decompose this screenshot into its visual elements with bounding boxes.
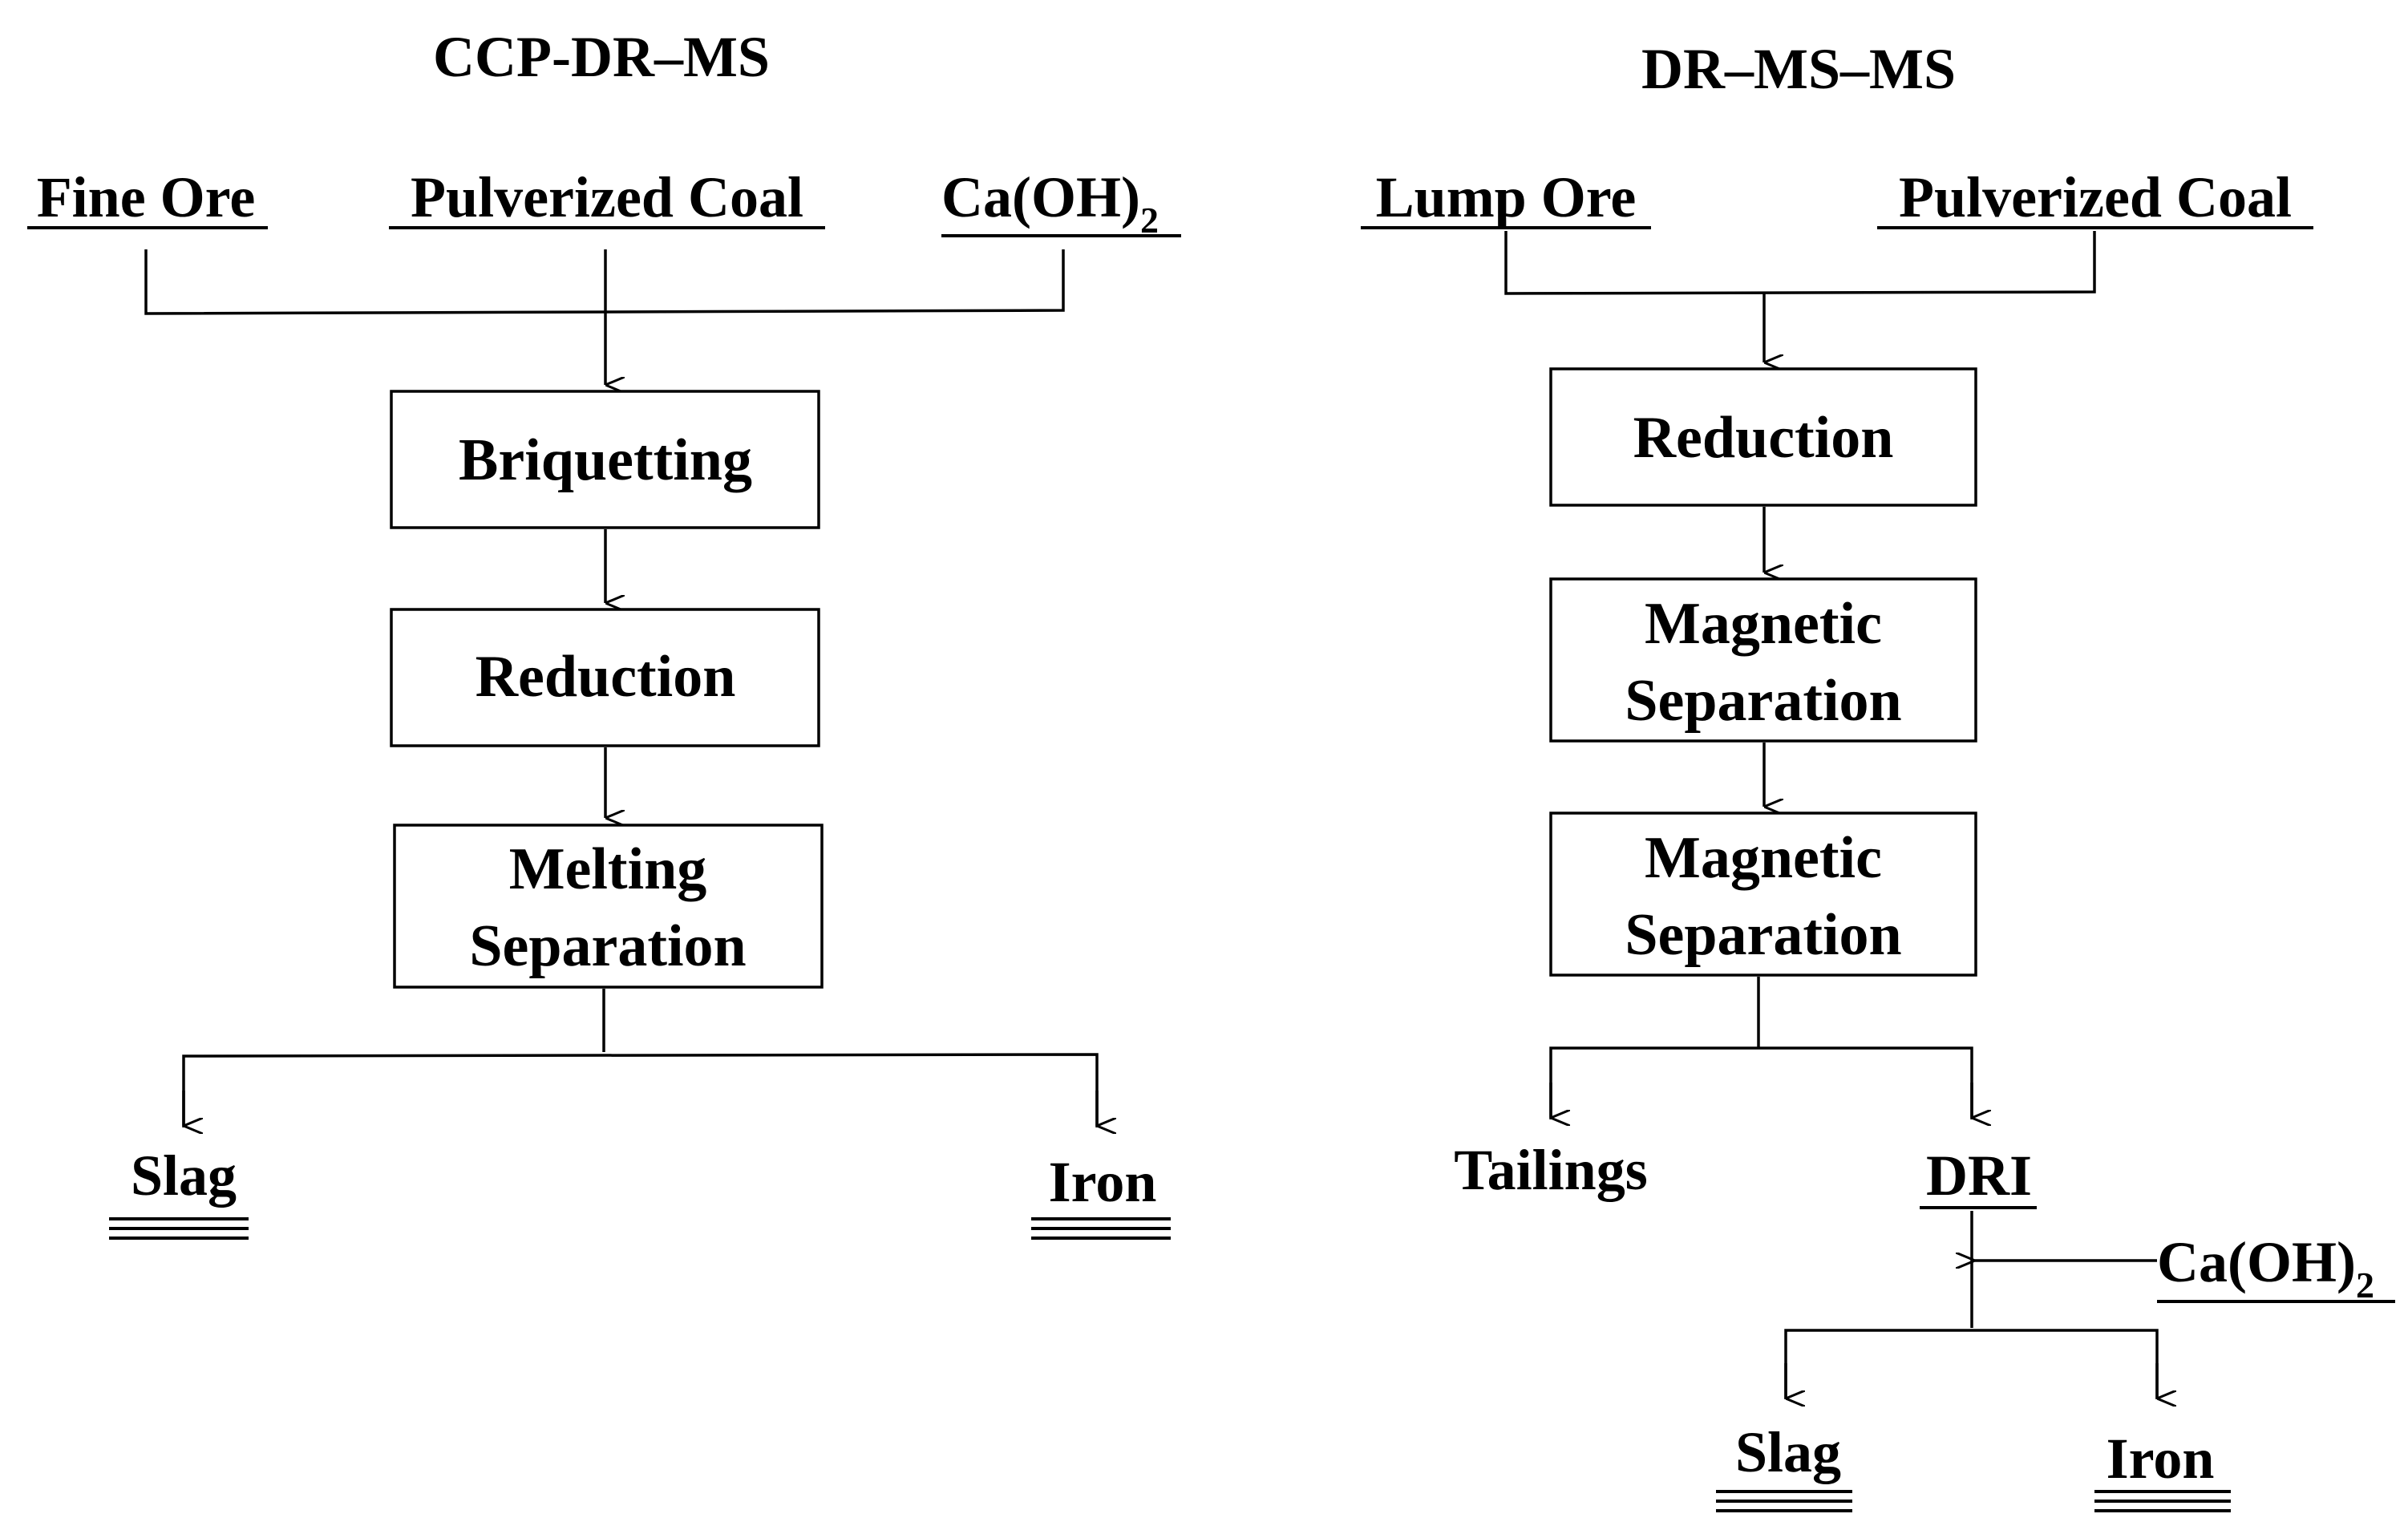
input-lump-ore: Lump Ore <box>1376 165 1637 229</box>
input-caoh2: Ca(OH)2 <box>941 165 1159 241</box>
output-slag-right: Slag <box>1735 1420 1841 1484</box>
reduction-box <box>390 608 820 747</box>
output-tailings: Tailings <box>1454 1138 1648 1202</box>
magnetic-separation-1-box <box>1549 577 1977 743</box>
output-dri: DRI <box>1926 1143 2032 1208</box>
ms1-label-line2: Separation <box>1625 668 1901 734</box>
briquetting-label: Briquetting <box>459 427 752 493</box>
input-caoh2-right: Ca(OH)2 <box>2157 1230 2374 1305</box>
input-fine-ore: Fine Ore <box>37 165 256 229</box>
melting-separation-box <box>393 824 824 989</box>
right-title: DR–MS–MS <box>1641 37 1956 101</box>
left-split-line <box>182 1053 1099 1127</box>
reduction-label: Reduction <box>476 644 736 710</box>
final-split-line <box>1784 1329 2159 1399</box>
melting-label-line1: Melting <box>509 836 707 902</box>
ms2-label-line1: Magnetic <box>1645 825 1882 891</box>
reduction-right-label: Reduction <box>1633 405 1894 471</box>
output-slag: Slag <box>131 1143 237 1208</box>
ms2-label-line2: Separation <box>1625 902 1901 968</box>
input-pulverized-coal: Pulverized Coal <box>411 165 803 229</box>
ms1-label-line1: Magnetic <box>1645 591 1882 657</box>
briquetting-box <box>390 390 820 529</box>
output-iron: Iron <box>1049 1150 1157 1214</box>
right-split-line <box>1549 1046 1973 1119</box>
reduction-box-right <box>1549 367 1977 507</box>
magnetic-separation-2-box <box>1549 812 1977 977</box>
output-iron-right: Iron <box>2106 1427 2215 1491</box>
melting-label-line2: Separation <box>469 913 746 979</box>
right-input-merge-line <box>1504 231 2096 295</box>
input-pulverized-coal-right: Pulverized Coal <box>1899 165 2292 229</box>
left-flowchart: CCP-DR–MS Fine Ore Pulverized Coal Ca(OH… <box>27 25 1181 1240</box>
right-flowchart: DR–MS–MS Lump Ore Pulverized Coal Reduct… <box>1361 37 2395 1512</box>
left-title: CCP-DR–MS <box>433 25 770 89</box>
